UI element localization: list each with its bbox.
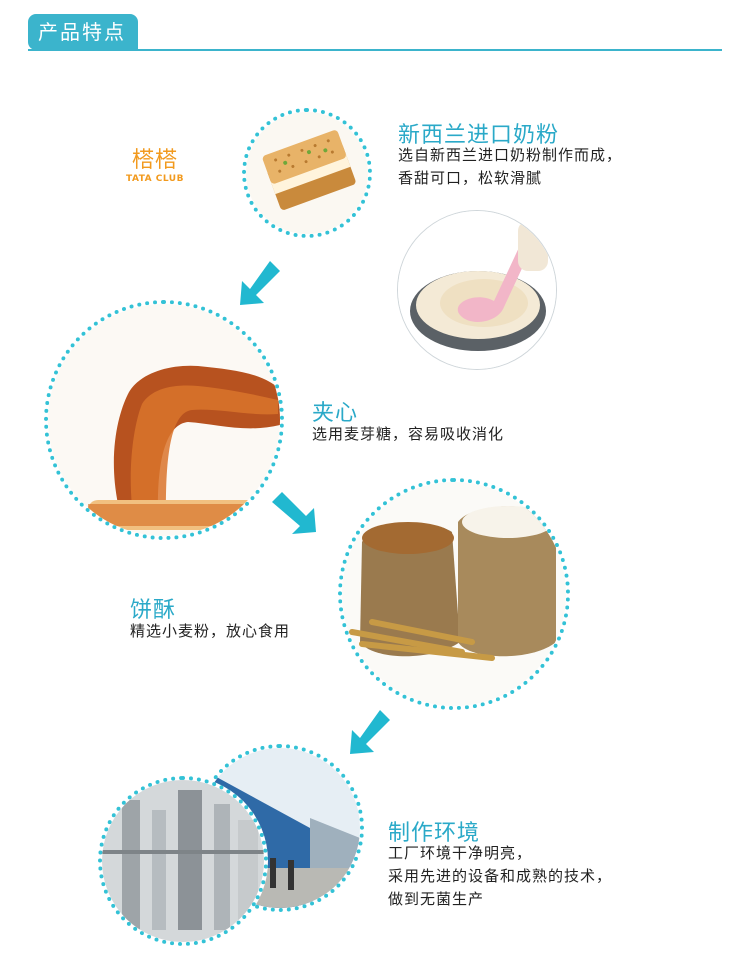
- feature-title-filling: 夹心: [312, 401, 359, 426]
- cracker-image: [242, 108, 372, 238]
- feature-desc-milk-powder-line1: 选自新西兰进口奶粉制作而成，: [398, 146, 623, 164]
- arrow-down-left-icon-2: [350, 710, 390, 754]
- factory-interior-image: [98, 776, 268, 946]
- section-title: 产品特点: [38, 20, 126, 44]
- syrup-image: [44, 300, 284, 540]
- arrow-down-left-icon: [240, 261, 280, 305]
- feature-title-crust: 饼酥: [130, 598, 177, 623]
- section-header-tab: 产品特点: [28, 14, 138, 50]
- logo-text-cn: 榙榙: [131, 148, 178, 173]
- feature-desc-filling: 选用麦芽糖，容易吸收消化: [312, 425, 505, 443]
- header-divider: [28, 49, 722, 51]
- feature-title-environment: 制作环境: [388, 821, 481, 846]
- feature-desc-crust: 精选小麦粉，放心食用: [130, 622, 291, 640]
- wheat-flour-image: [338, 478, 570, 710]
- arrow-down-right-icon: [272, 492, 316, 534]
- feature-title-milk-powder: 新西兰进口奶粉: [398, 123, 560, 148]
- brand-logo: 榙榙 TATA CLUB: [118, 148, 192, 196]
- feature-desc-milk-powder-line2: 香甜可口，松软滑腻: [398, 169, 543, 187]
- feature-desc-environment-line2: 采用先进的设备和成熟的技术，: [388, 867, 613, 885]
- feature-desc-environment-line3: 做到无菌生产: [388, 890, 485, 908]
- logo-text-en: TATA CLUB: [126, 174, 184, 184]
- feature-desc-environment-line1: 工厂环境干净明亮，: [388, 844, 533, 862]
- milk-powder-image: [397, 210, 557, 370]
